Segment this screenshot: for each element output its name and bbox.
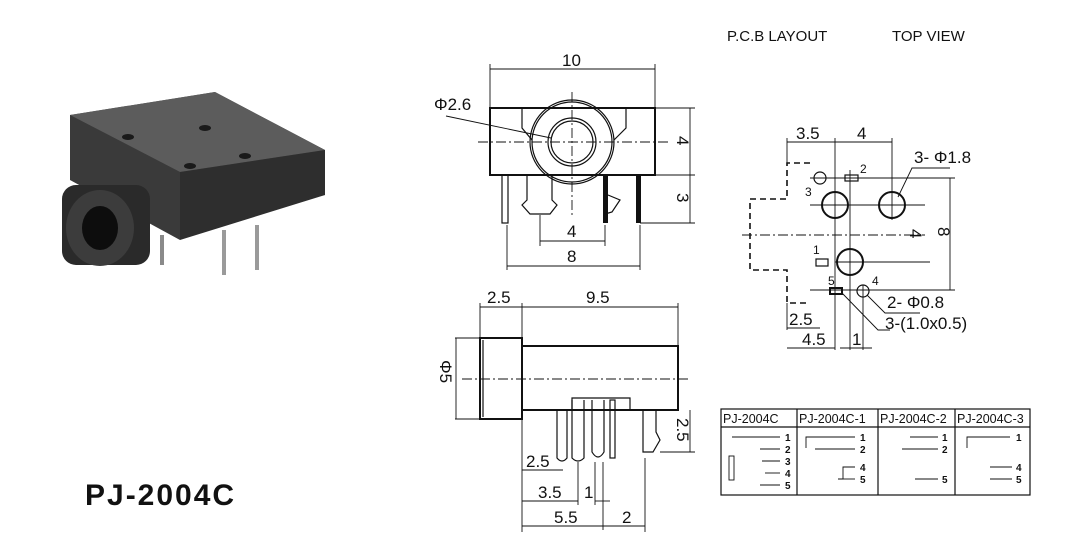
t0-pin-4: 4 (785, 469, 791, 480)
pin-label-3: 3 (805, 185, 812, 199)
dim-body: 9.5 (586, 288, 610, 307)
dim-width: 10 (562, 51, 581, 70)
table-header-pj2004c-2: PJ-2004C-2 (880, 412, 947, 426)
dim-hole-dia: Φ2.6 (434, 95, 471, 114)
dim-side-2-5: 2.5 (526, 452, 550, 471)
pcb-dim-1: 1 (852, 330, 861, 349)
t1-pin-4: 4 (860, 463, 866, 474)
pin-label-4: 4 (872, 274, 879, 288)
pcb-big-holes: 3- Φ1.8 (914, 148, 971, 167)
t2-pin-5: 5 (942, 475, 948, 486)
t2-pin-1: 1 (942, 433, 948, 444)
table-header-pj2004c: PJ-2004C (723, 412, 779, 426)
t1-pin-1: 1 (860, 433, 866, 444)
dim-diameter: Φ5 (436, 360, 455, 383)
table-header-pj2004c-3: PJ-2004C-3 (957, 412, 1024, 426)
t3-pin-5: 5 (1016, 475, 1022, 486)
top-view-label: TOP VIEW (892, 28, 966, 45)
dim-side-5-5: 5.5 (554, 508, 578, 527)
t0-pin-3: 3 (785, 457, 791, 468)
pcb-dim-2-5: 2.5 (789, 310, 813, 329)
t0-pin-2: 2 (785, 445, 791, 456)
pcb-layout-label: P.C.B LAYOUT (727, 28, 827, 45)
pcb-dim-8-vertical: 8 (934, 227, 953, 236)
pin-label-2: 2 (860, 162, 867, 176)
t3-pin-4: 4 (1016, 463, 1022, 474)
dim-pin-spacing-4: 4 (567, 222, 576, 241)
pcb-dim-4: 4 (857, 124, 866, 143)
dim-height-4: 4 (673, 136, 692, 145)
table-header-pj2004c-1: PJ-2004C-1 (799, 412, 866, 426)
dim-side-3-5: 3.5 (538, 483, 562, 502)
part-number-title: PJ-2004C (85, 479, 236, 512)
dim-flange: 2.5 (487, 288, 511, 307)
dim-pin-length-3: 3 (673, 193, 692, 202)
dim-pin-spacing-8: 8 (567, 247, 576, 266)
t1-pin-2: 2 (860, 445, 866, 456)
pin-label-1: 1 (813, 243, 820, 257)
pcb-dim-4-5: 4.5 (802, 330, 826, 349)
pcb-small-holes: 2- Φ0.8 (887, 293, 944, 312)
dim-pin-drop: 2.5 (673, 418, 692, 442)
pcb-layout: 3.5 4 3 2 1 5 4 3- Φ1.8 2- Φ0.8 3-(1.0x0… (742, 124, 971, 350)
t3-pin-1: 1 (1016, 433, 1022, 444)
t0-pin-5: 5 (785, 481, 791, 492)
product-photo (62, 92, 325, 275)
pcb-dim-4-vertical: 4 (906, 229, 925, 238)
t2-pin-2: 2 (942, 445, 948, 456)
pin-label-5: 5 (828, 274, 835, 288)
side-view: 2.5 9.5 Φ5 2.5 2.5 3.5 1 5.5 2 (436, 288, 695, 532)
t1-pin-5: 5 (860, 475, 866, 486)
pcb-slots: 3-(1.0x0.5) (885, 314, 967, 333)
dim-side-2: 2 (622, 508, 631, 527)
dim-side-1: 1 (584, 483, 593, 502)
circuit-table: PJ-2004C PJ-2004C-1 PJ-2004C-2 PJ-2004C-… (720, 408, 1031, 496)
t0-pin-1: 1 (785, 433, 791, 444)
front-view: 10 Φ2.6 4 8 4 3 (434, 51, 695, 270)
pcb-dim-3-5: 3.5 (796, 124, 820, 143)
